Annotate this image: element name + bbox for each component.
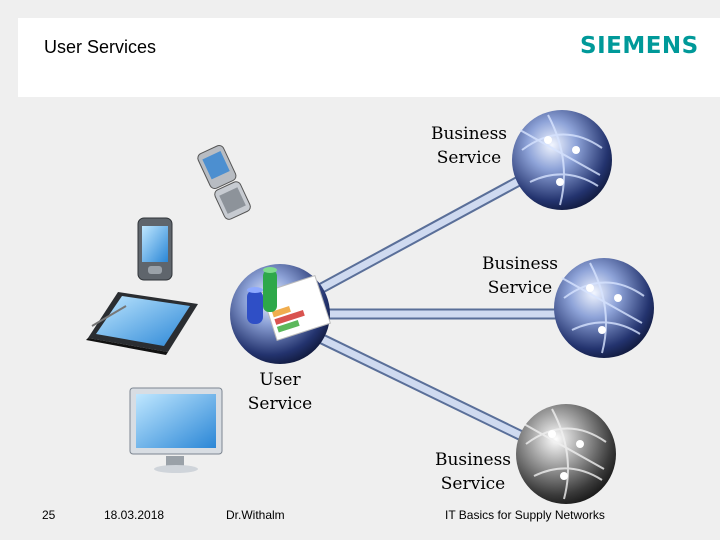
user-service-globe-icon — [230, 264, 331, 364]
connector-lines — [312, 170, 566, 446]
business-service-label: Business Service — [430, 124, 508, 168]
siemens-logo: SIEMENS — [580, 33, 699, 59]
business-service-globe-icon — [512, 110, 612, 210]
business-service-label: Business Service — [434, 450, 512, 494]
desktop-monitor-icon — [129, 387, 223, 473]
page-number: 25 — [42, 508, 56, 522]
mobile-phone-icon — [197, 145, 251, 220]
business-service-label: Business Service — [481, 254, 559, 298]
footer-date: 18.03.2018 — [104, 508, 165, 522]
footer-course: IT Basics for Supply Networks — [445, 508, 605, 522]
user-service-label: User Service — [247, 370, 313, 414]
business-service-globe-icon — [554, 258, 654, 358]
footer-author: Dr.Withalm — [226, 508, 285, 522]
header-bar — [18, 18, 720, 97]
pda-icon — [137, 217, 173, 281]
tablet-pc-icon — [86, 292, 198, 355]
slide-title: User Services — [44, 37, 157, 57]
business-service-globe-icon — [516, 404, 616, 504]
